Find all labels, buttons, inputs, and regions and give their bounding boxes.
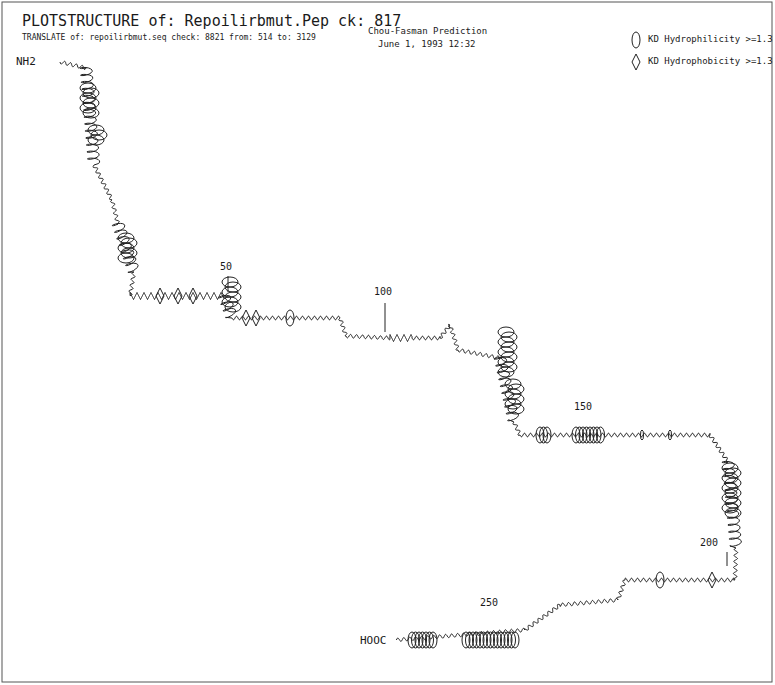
- hydrophobic-mark: [708, 572, 716, 588]
- hydrophilic-mark: [511, 632, 519, 648]
- hydrophilic-mark: [88, 135, 104, 145]
- hydrophilic-mark: [498, 367, 514, 377]
- terminus-label: HOOC: [360, 635, 387, 646]
- property-marks: [80, 83, 741, 648]
- hydrophobic-mark: [156, 288, 164, 304]
- chain-line: [60, 61, 741, 641]
- hydrophilic-mark: [656, 572, 664, 588]
- legend-ellipse: [632, 32, 640, 48]
- residue-number: 150: [574, 402, 592, 412]
- hydrophilic-mark: [508, 404, 524, 414]
- hydrophilic-mark: [725, 508, 741, 518]
- hydrophilic-mark: [83, 108, 99, 118]
- residue-number: 100: [374, 287, 392, 297]
- hydrophobic-mark: [252, 310, 260, 326]
- hydrophobic-mark: [174, 288, 182, 304]
- legend-text: KD Hydrophobicity >=1.3: [648, 57, 773, 66]
- hydrophilic-mark: [225, 302, 241, 312]
- hydrophilic-mark: [641, 430, 644, 440]
- hydrophobic-mark: [189, 288, 197, 304]
- tick-mark: [385, 303, 386, 332]
- hydrophilic-mark: [543, 427, 551, 443]
- tick-mark: [228, 276, 229, 292]
- method-note: Chou-Fasman Prediction: [368, 27, 487, 36]
- chain-trace: [60, 61, 741, 641]
- residue-number: 50: [220, 262, 232, 272]
- hydrophilic-mark: [597, 427, 605, 443]
- residue-number: 250: [480, 598, 498, 608]
- hydrophilic-mark: [429, 632, 437, 648]
- hydrophobic-mark: [242, 310, 250, 326]
- hydrophilic-mark: [118, 253, 134, 263]
- hydrophilic-mark: [669, 430, 672, 440]
- source-note: TRANSLATE of: repoilirbmut.seq check: 88…: [22, 34, 316, 42]
- legend-text: KD Hydrophilicity >=1.3: [648, 35, 773, 44]
- hydrophilic-mark: [286, 310, 294, 326]
- plot-title: PLOTSTRUCTURE of: Repoilirbmut.Pep ck: 8…: [22, 14, 401, 29]
- tick-mark: [727, 552, 728, 566]
- terminus-label: NH2: [16, 56, 36, 67]
- legend-diamond: [632, 54, 640, 70]
- residue-number: 200: [700, 538, 718, 548]
- date-note: June 1, 1993 12:32: [378, 40, 476, 49]
